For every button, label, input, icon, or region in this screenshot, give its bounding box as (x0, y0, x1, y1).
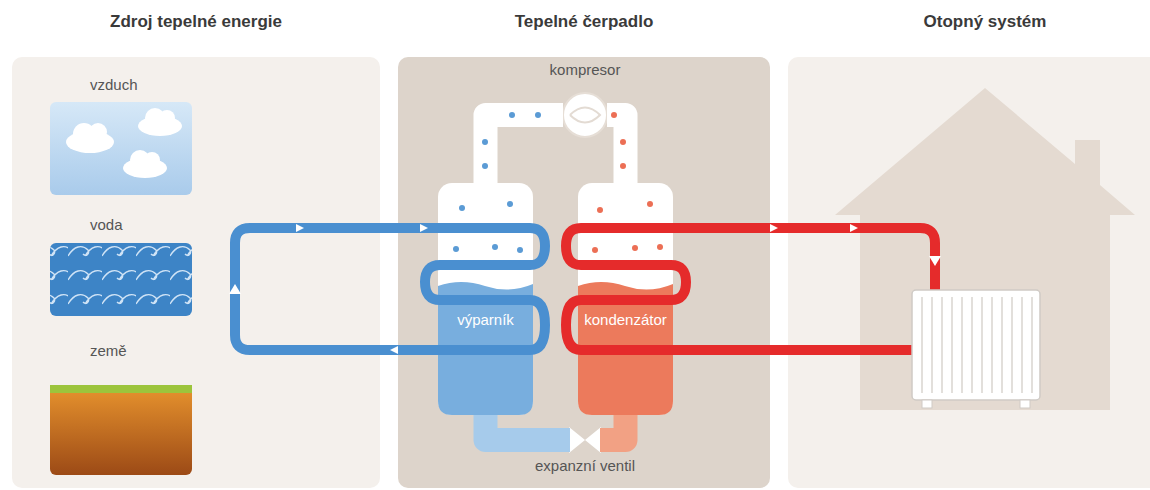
panel-heading: Otopný systém (924, 12, 1047, 32)
radiator (991, 297, 993, 393)
radiator (912, 290, 1040, 408)
air-icon (89, 123, 107, 141)
condenser-tank (597, 207, 603, 213)
air-icon (66, 108, 182, 178)
part-label: kompresor (550, 61, 621, 79)
refrigerant-dots (482, 112, 541, 169)
discharge-tube (607, 115, 626, 183)
refrigerant-dots (535, 112, 541, 118)
radiator (941, 297, 943, 393)
refrigerant-dots (620, 139, 626, 145)
air-icon (50, 102, 192, 195)
flow-arrow (929, 256, 941, 266)
compressor-symbol (570, 108, 600, 123)
refrigerant-dots (482, 139, 488, 145)
source-loop-pipe (235, 228, 380, 350)
evaporator-tank (492, 244, 498, 250)
evaporator-tank (517, 247, 523, 253)
water-icon (50, 243, 192, 316)
condenser-tank (632, 245, 638, 251)
refrigerant-dots (482, 163, 488, 169)
radiator (922, 400, 932, 408)
radiator (961, 297, 963, 393)
radiator (1031, 297, 1033, 393)
panels (12, 57, 1150, 488)
expanded-tube (486, 415, 571, 440)
flow-arrow (850, 224, 858, 232)
part-label: voda (90, 216, 123, 234)
radiator (922, 297, 1032, 393)
earth-icon (50, 385, 192, 475)
evaporator: výparník (438, 183, 533, 415)
air-icon (144, 152, 160, 168)
radiator (921, 297, 923, 393)
heating-panel-ground (788, 57, 1150, 488)
part-label: země (90, 342, 127, 360)
condenser-tank (657, 244, 663, 250)
flow-arrow (296, 224, 304, 232)
part-label: vzduch (90, 76, 138, 94)
heat-pump-panel: kompresor výparník kondenzátor expanzní ven… (398, 57, 770, 488)
refrigerant-dots (611, 112, 626, 169)
condenser-tank (592, 247, 598, 253)
part-label: výparník (457, 311, 514, 329)
radiator (981, 297, 983, 393)
house (835, 88, 1135, 410)
radiator (1020, 400, 1030, 408)
ground-source: země (50, 385, 192, 475)
radiator (931, 297, 933, 393)
expansion-valve: expanzní ventil (570, 426, 600, 454)
air-icon (159, 110, 175, 126)
panel-heading: Tepelné čerpadlo (515, 12, 654, 32)
house (835, 88, 1135, 410)
earth-icon (50, 385, 192, 393)
suction-tube (486, 115, 564, 183)
refrigerant-dots (620, 163, 626, 169)
heating-panel: Otopný systém (788, 57, 1150, 488)
condenser-coil (566, 228, 686, 350)
source-panel-ground (12, 57, 380, 488)
source-loop-supply (380, 223, 438, 233)
radiator (971, 297, 973, 393)
heating-loop-pipe (788, 228, 935, 292)
evaporator-tank (459, 205, 465, 211)
panel-heading: Zdroj tepelné energie (110, 12, 282, 32)
compressor: kompresor (563, 93, 607, 137)
water-source: voda (50, 243, 192, 316)
source-loop-pipe (235, 228, 380, 350)
water-icon (50, 243, 192, 316)
part-label: kondenzátor (584, 311, 667, 329)
evaporator-tank (453, 246, 459, 252)
condenser-tank (647, 201, 653, 207)
air-source: vzduch (50, 102, 192, 195)
condenser: kondenzátor (578, 183, 673, 415)
refrigerant-dots (509, 112, 515, 118)
earth-icon (50, 385, 192, 475)
heating-loop-return (673, 345, 788, 355)
evaporator-coil (425, 228, 545, 350)
evaporator-tank (507, 201, 513, 207)
pump-panel-ground (398, 57, 770, 488)
valve-symbol (569, 427, 601, 453)
heating-loop-pipe (788, 345, 914, 355)
source-panel: vzduchvodazeměZdroj tepelné energie (12, 57, 380, 488)
liquid-tube (600, 415, 626, 440)
part-label: expanzní ventil (535, 457, 635, 475)
source-loop-return (380, 345, 438, 355)
compressor-symbol (563, 93, 607, 137)
heating-loop-supply (673, 223, 788, 233)
radiator (1021, 297, 1023, 393)
compressor-symbol (563, 93, 607, 137)
radiator (951, 297, 953, 393)
radiator (1011, 297, 1013, 393)
water-icon (50, 243, 192, 316)
refrigerant-dots (611, 112, 617, 118)
air-icon (50, 102, 192, 195)
flow-arrow (229, 284, 241, 294)
radiator (912, 290, 1040, 400)
radiator (1001, 297, 1003, 393)
